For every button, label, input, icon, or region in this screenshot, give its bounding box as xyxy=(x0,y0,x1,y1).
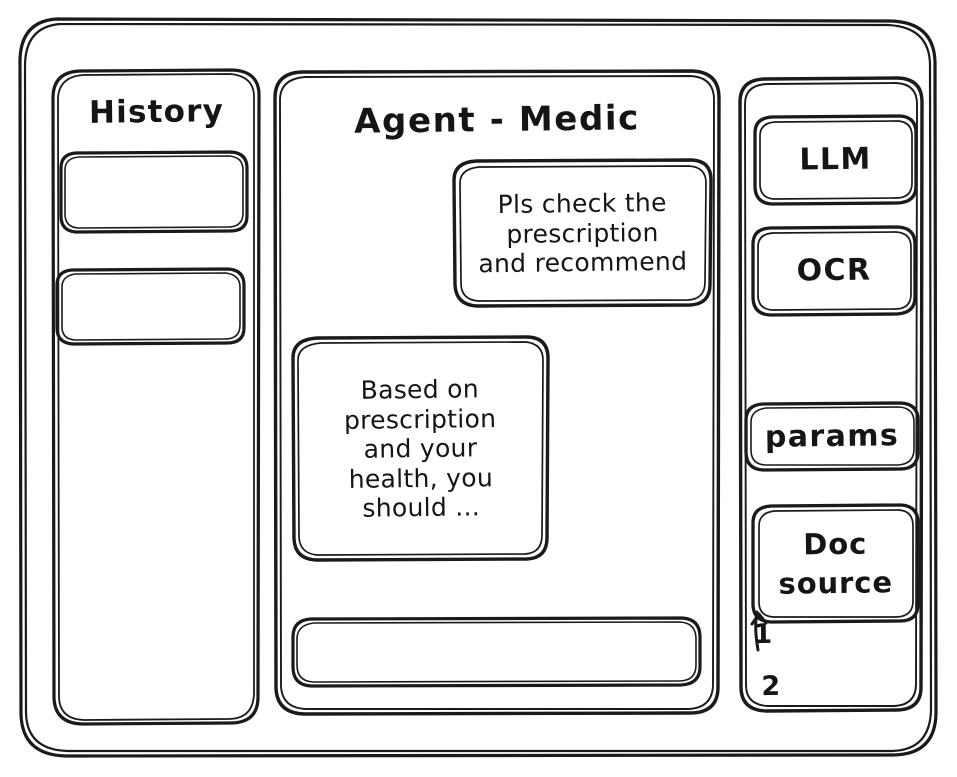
history-item-1[interactable] xyxy=(61,152,248,233)
user-message-line-2: prescription xyxy=(506,217,659,249)
user-message-bubble: Pls check the prescription and recommend xyxy=(453,159,712,307)
tool-llm[interactable]: LLM xyxy=(799,141,872,178)
user-message-line-3: and recommend xyxy=(478,246,688,279)
history-panel-title: History xyxy=(88,92,225,131)
agent-message-line-2: prescription xyxy=(343,403,497,435)
doc-source-line-2: source xyxy=(778,564,894,601)
doc-source-list-item-2[interactable]: 2 xyxy=(761,670,781,703)
doc-source-line-1: Doc xyxy=(803,526,868,562)
doc-source-list-item-1[interactable]: 1 xyxy=(753,618,773,651)
agent-message-line-3: and your xyxy=(363,433,478,464)
tool-doc-source[interactable]: Doc source xyxy=(752,504,918,623)
agent-message-bubble: Based on prescription and your health, y… xyxy=(292,336,550,561)
tool-ocr[interactable]: OCR xyxy=(796,252,872,289)
history-item-2[interactable] xyxy=(57,269,245,345)
tool-params[interactable]: params xyxy=(764,417,900,455)
composer-input[interactable] xyxy=(293,616,701,689)
agent-message-line-1: Based on xyxy=(360,374,480,405)
agent-message-line-4: health, you xyxy=(348,462,494,494)
user-message-line-1: Pls check the xyxy=(497,188,667,220)
agent-page-title: Agent - Medic xyxy=(353,98,641,142)
agent-message-line-5: should ... xyxy=(362,492,481,523)
